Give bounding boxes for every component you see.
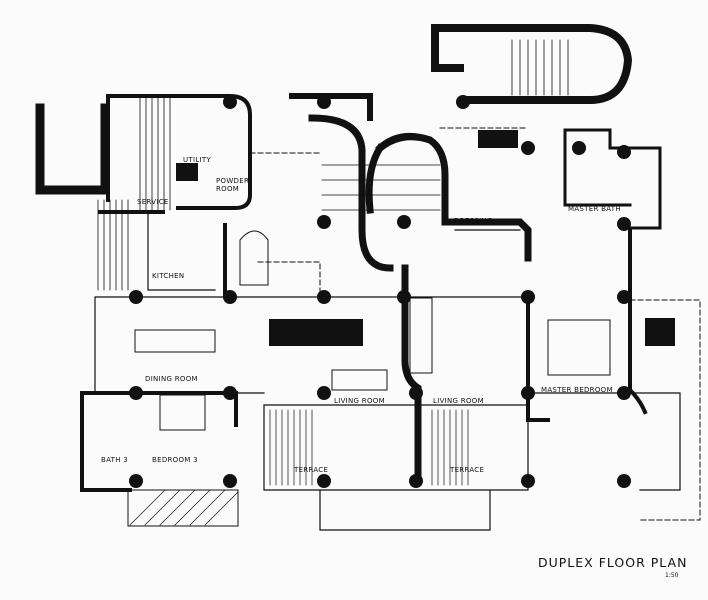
column: [409, 474, 423, 488]
label-master-bath: MASTER BATH: [568, 205, 621, 213]
stair-treads: [97, 95, 171, 291]
column: [521, 290, 535, 304]
column: [317, 215, 331, 229]
column: [617, 290, 631, 304]
label-dressing: DRESSING: [454, 217, 493, 225]
dashed-lines: [249, 127, 701, 521]
column: [129, 386, 143, 400]
column: [409, 386, 423, 400]
dining-table: [134, 329, 216, 353]
column: [397, 215, 411, 229]
drawing-title: DUPLEX FLOOR PLAN: [538, 555, 688, 570]
drawing-scale: 1:50: [665, 572, 679, 579]
wall-left-u: [35, 103, 110, 195]
dark-block: [478, 130, 518, 148]
wall-living-left: [269, 319, 363, 346]
terrace-hatch: [269, 409, 469, 486]
label-terrace-left: TERRACE: [294, 466, 329, 474]
columns: [129, 95, 675, 488]
stair-main: [321, 164, 441, 211]
sofa-right: [409, 297, 433, 374]
column: [397, 290, 411, 304]
piano: [239, 230, 269, 286]
wall-top-stair: [289, 93, 373, 121]
label-powder-room: POWDER ROOM: [216, 177, 250, 193]
column: [223, 290, 237, 304]
wall-stair-core: [308, 114, 532, 272]
bed-3: [159, 394, 206, 431]
column: [521, 386, 535, 400]
column: [521, 474, 535, 488]
thin-outlines: [94, 212, 681, 531]
column: [521, 141, 535, 155]
column: [129, 290, 143, 304]
label-living-room-left: LIVING ROOM: [334, 397, 385, 405]
column: [617, 386, 631, 400]
label-bath-3: BATH 3: [101, 456, 129, 464]
dark-block: [176, 163, 198, 181]
label-kitchen: KITCHEN: [152, 272, 185, 280]
label-master-bedroom: MASTER BEDROOM: [541, 386, 613, 394]
wall-curve-right: [365, 143, 422, 484]
label-terrace-right: TERRACE: [450, 466, 485, 474]
column: [317, 386, 331, 400]
wall-master-bath: [563, 128, 662, 230]
column: [617, 217, 631, 231]
wall-upper-stair: [431, 24, 633, 104]
column: [223, 386, 237, 400]
label-utility: UTILITY: [183, 156, 212, 164]
wall-top-left: [106, 94, 252, 210]
column: [129, 474, 143, 488]
column: [317, 95, 331, 109]
wall-bedroom3: [80, 391, 238, 492]
label-dining-room: DINING ROOM: [145, 375, 198, 383]
column: [456, 95, 470, 109]
dark-block: [645, 318, 675, 346]
column: [317, 290, 331, 304]
label-bedroom-3: BEDROOM 3: [152, 456, 198, 464]
column: [617, 145, 631, 159]
label-living-room-right: LIVING ROOM: [433, 397, 484, 405]
column: [617, 474, 631, 488]
sofa-left: [331, 369, 388, 391]
wall-kitchen: [98, 210, 227, 297]
master-bed: [547, 319, 611, 376]
column: [317, 474, 331, 488]
column: [572, 141, 586, 155]
label-service: SERVICE: [137, 198, 169, 206]
planter-box: [127, 489, 239, 527]
column: [223, 474, 237, 488]
column: [223, 95, 237, 109]
stair-upper: [511, 39, 569, 96]
